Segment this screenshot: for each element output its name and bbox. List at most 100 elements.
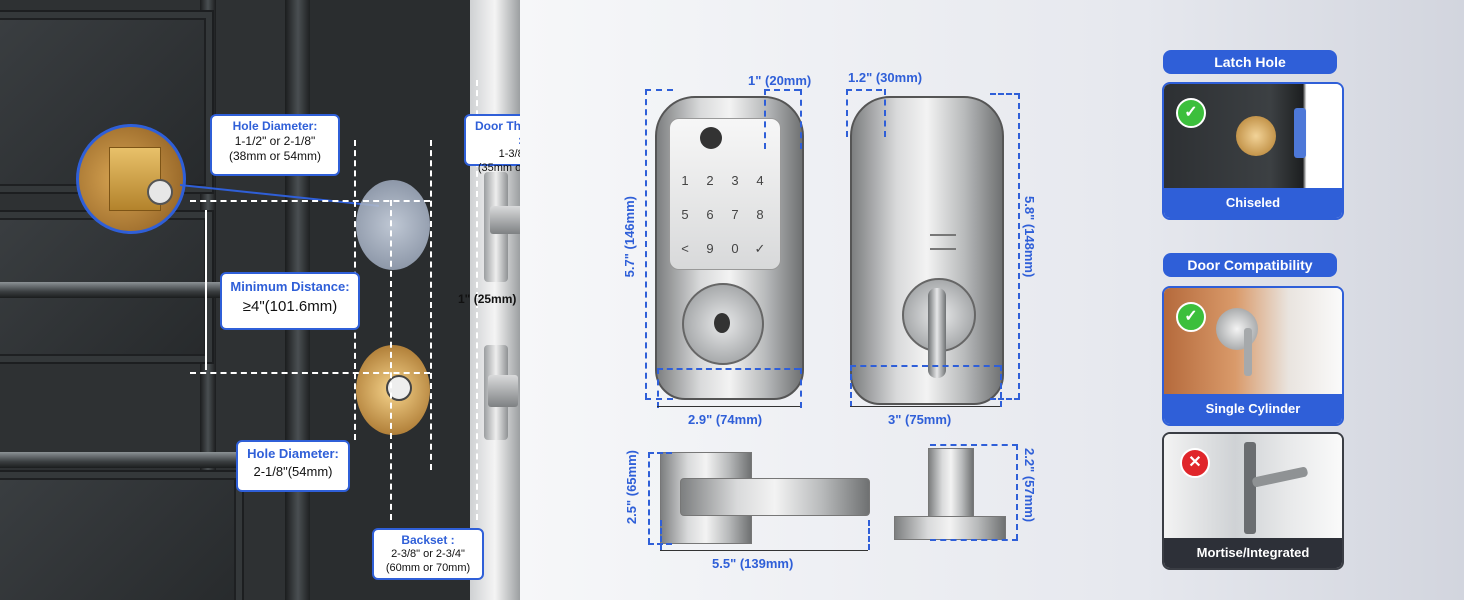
keypad-key[interactable]: 4 [756, 173, 764, 188]
min-distance-arrow [205, 210, 207, 370]
keypad-key[interactable]: 3 [731, 173, 739, 188]
lever-handle[interactable] [680, 478, 870, 516]
thumbturn[interactable] [928, 288, 946, 378]
callout-title: Hole Diameter: [247, 446, 339, 461]
cross-icon: ✕ [1180, 448, 1210, 478]
dim-line [660, 520, 662, 550]
bore-hole-top [356, 180, 430, 270]
dim-line [1016, 444, 1018, 540]
dim-line [648, 452, 672, 454]
thumbturn-height-label: 2.2" (57mm) [1022, 448, 1037, 523]
dim-line [990, 398, 1020, 400]
dim-line [1018, 93, 1020, 399]
guide-line [190, 200, 430, 202]
latch-width-label: 1" (25mm) [458, 292, 517, 306]
single-cylinder-caption: Single Cylinder [1164, 394, 1342, 424]
callout-title: Backset : [401, 533, 455, 547]
mortise-card: ✕ Mortise/Integrated [1162, 432, 1344, 570]
door-panel [0, 470, 244, 600]
callout-line: (60mm or 70mm) [385, 562, 471, 574]
latch-hole-header: Latch Hole [1163, 50, 1337, 74]
mortise-lever [1251, 466, 1309, 488]
callout-line: 2-3/8" or 2-3/4" [391, 548, 465, 560]
mortise-caption: Mortise/Integrated [1164, 538, 1342, 568]
dim-arrow [657, 406, 800, 407]
key-cylinder [682, 283, 764, 365]
guide-line [190, 372, 430, 374]
dim-line [884, 89, 886, 137]
guide-line [430, 140, 432, 470]
dim-line [657, 368, 800, 370]
dim-line [846, 89, 848, 137]
front-depth-label: 1" (20mm) [748, 73, 812, 88]
dim-line [846, 89, 882, 91]
check-icon: ✓ [1176, 98, 1206, 128]
latch-hole-bore [1236, 116, 1276, 156]
lever-height-label: 2.5" (65mm) [624, 450, 639, 525]
dim-line [930, 539, 1018, 541]
keypad-key[interactable]: 5 [681, 207, 689, 222]
dim-line [764, 89, 800, 91]
callout-title: Minimum Distance: [230, 279, 350, 294]
mortise-plate [1244, 442, 1256, 534]
callout-value: 2-1/8"(54mm) [253, 464, 333, 479]
front-width-label: 2.9" (74mm) [688, 412, 763, 427]
keypad-key[interactable]: 9 [706, 241, 714, 256]
keypad-key[interactable]: 1 [681, 173, 689, 188]
door-rail [0, 452, 240, 468]
keypad-key[interactable]: 2 [706, 173, 714, 188]
latch-bolt-hole [147, 179, 173, 205]
latch-bolt-bottom [488, 375, 518, 407]
dim-line [930, 444, 1018, 446]
door-compatibility-header: Door Compatibility [1163, 253, 1337, 277]
back-lock-body [850, 96, 1004, 405]
latch-hole-caption: Chiseled [1164, 188, 1342, 218]
keypad-key[interactable]: 8 [756, 207, 764, 222]
back-height-label: 5.8" (148mm) [1022, 196, 1037, 278]
door-edge [470, 0, 520, 600]
keypad-key[interactable]: 7 [731, 207, 739, 222]
hole-diameter-bottom-callout: Hole Diameter: 2-1/8"(54mm) [236, 440, 350, 492]
callout-value: ≥4"(101.6mm) [242, 298, 338, 315]
keypad-key[interactable]: 6 [706, 207, 714, 222]
dim-line [1000, 365, 1002, 407]
keyhole-icon [714, 313, 730, 333]
backset-callout: Backset : 2-3/8" or 2-3/4" (60mm or 70mm… [372, 528, 484, 580]
fingerprint-sensor-icon[interactable] [700, 127, 722, 149]
guide-line [476, 80, 478, 520]
min-distance-callout: Minimum Distance: ≥4"(101.6mm) [220, 272, 360, 330]
dim-line [990, 93, 1020, 95]
battery-cover-grip [930, 234, 956, 250]
dim-arrow [850, 406, 1000, 407]
dim-line [764, 89, 766, 149]
latch-bolt-top [490, 206, 520, 234]
keypad-panel: 1 2 3 4 5 6 7 8 < 9 0 ✓ [669, 118, 781, 270]
dim-line [850, 365, 852, 407]
latch-mortise [1294, 108, 1306, 158]
hole-diameter-top-callout: Hole Diameter: 1-1/2" or 2-1/8" (38mm or… [210, 114, 340, 176]
dim-line [645, 89, 673, 91]
back-depth-label: 1.2" (30mm) [848, 70, 923, 85]
dim-line [657, 368, 659, 408]
front-lock-body: 1 2 3 4 5 6 7 8 < 9 0 ✓ [655, 96, 804, 400]
thumbturn-base [894, 516, 1006, 540]
callout-line: (38mm or 54mm) [228, 149, 321, 163]
single-cylinder-card: ✓ Single Cylinder [1162, 286, 1344, 426]
keypad-key[interactable]: ✓ [754, 241, 766, 256]
front-height-label: 5.7" (146mm) [622, 196, 637, 278]
dim-line [868, 520, 870, 550]
dim-line [648, 452, 650, 544]
callout-line: 1-1/2" or 2-1/8" [234, 134, 316, 148]
latch-zoom-bubble [76, 124, 186, 234]
latch-hole-card: ✓ Chiseled [1162, 82, 1344, 220]
dim-line [850, 365, 1000, 367]
lever-length-label: 5.5" (139mm) [712, 556, 794, 571]
back-width-label: 3" (75mm) [888, 412, 952, 427]
keypad-key[interactable]: 0 [731, 241, 739, 256]
key-icon [1244, 328, 1252, 376]
dim-line [645, 89, 647, 399]
keypad-key[interactable]: < [681, 241, 689, 256]
dim-line [800, 368, 802, 408]
thumbturn-side [928, 448, 974, 522]
check-icon: ✓ [1176, 302, 1206, 332]
